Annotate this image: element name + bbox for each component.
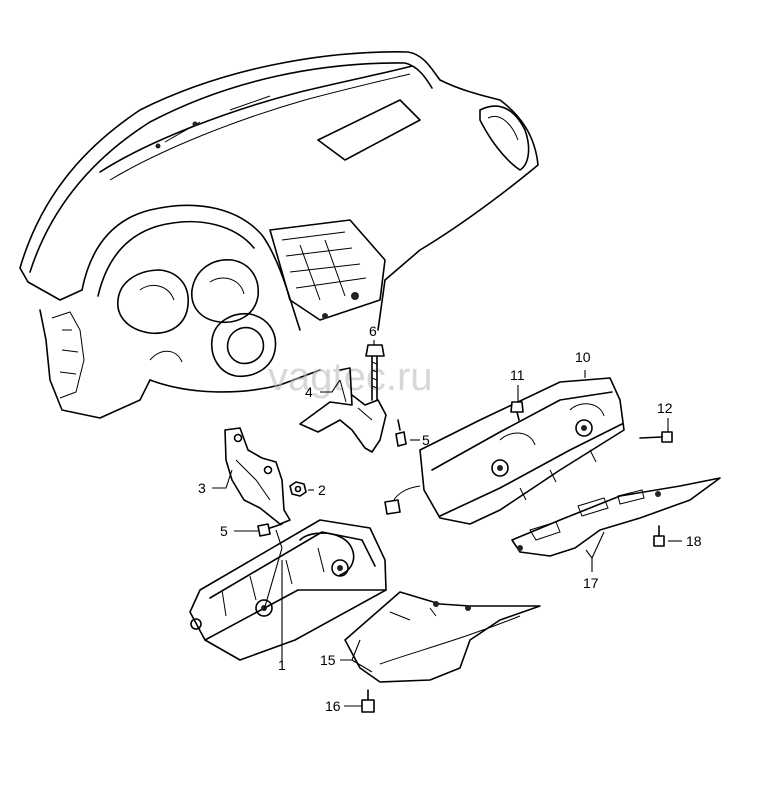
part-bracket-4 [299, 367, 387, 453]
part-module-10 [384, 377, 625, 525]
callout-3: 3 [198, 480, 206, 496]
part-bolt-11 [510, 401, 524, 421]
callout-16: 16 [325, 698, 341, 714]
callout-4: 4 [305, 384, 313, 400]
callout-17: 17 [583, 575, 599, 591]
callout-6: 6 [369, 323, 377, 339]
part-nut-2 [289, 481, 307, 497]
part-cover-15 [344, 591, 541, 683]
callout-5a: 5 [220, 523, 228, 539]
part-bracket-3 [224, 427, 291, 525]
callout-1: 1 [278, 657, 286, 673]
leader-lines [212, 340, 682, 707]
callout-labels: 1 2 3 4 5 5 6 10 11 12 15 16 17 18 [198, 323, 702, 714]
part-screw-5a [257, 523, 283, 537]
part-airbag-1 [189, 519, 387, 661]
callout-5b: 5 [422, 432, 430, 448]
callout-10: 10 [575, 349, 591, 365]
callout-11: 11 [510, 367, 525, 383]
part-bolt-6 [365, 344, 385, 401]
callout-18: 18 [686, 533, 702, 549]
part-cover-17 [511, 477, 721, 557]
dashboard [19, 51, 539, 419]
callout-15: 15 [320, 652, 336, 668]
callout-2: 2 [318, 482, 326, 498]
callout-12: 12 [657, 400, 673, 416]
part-screw-12 [639, 431, 673, 443]
part-screw-18 [653, 525, 665, 547]
part-screw-16 [361, 689, 375, 713]
part-screw-5b [395, 419, 407, 447]
